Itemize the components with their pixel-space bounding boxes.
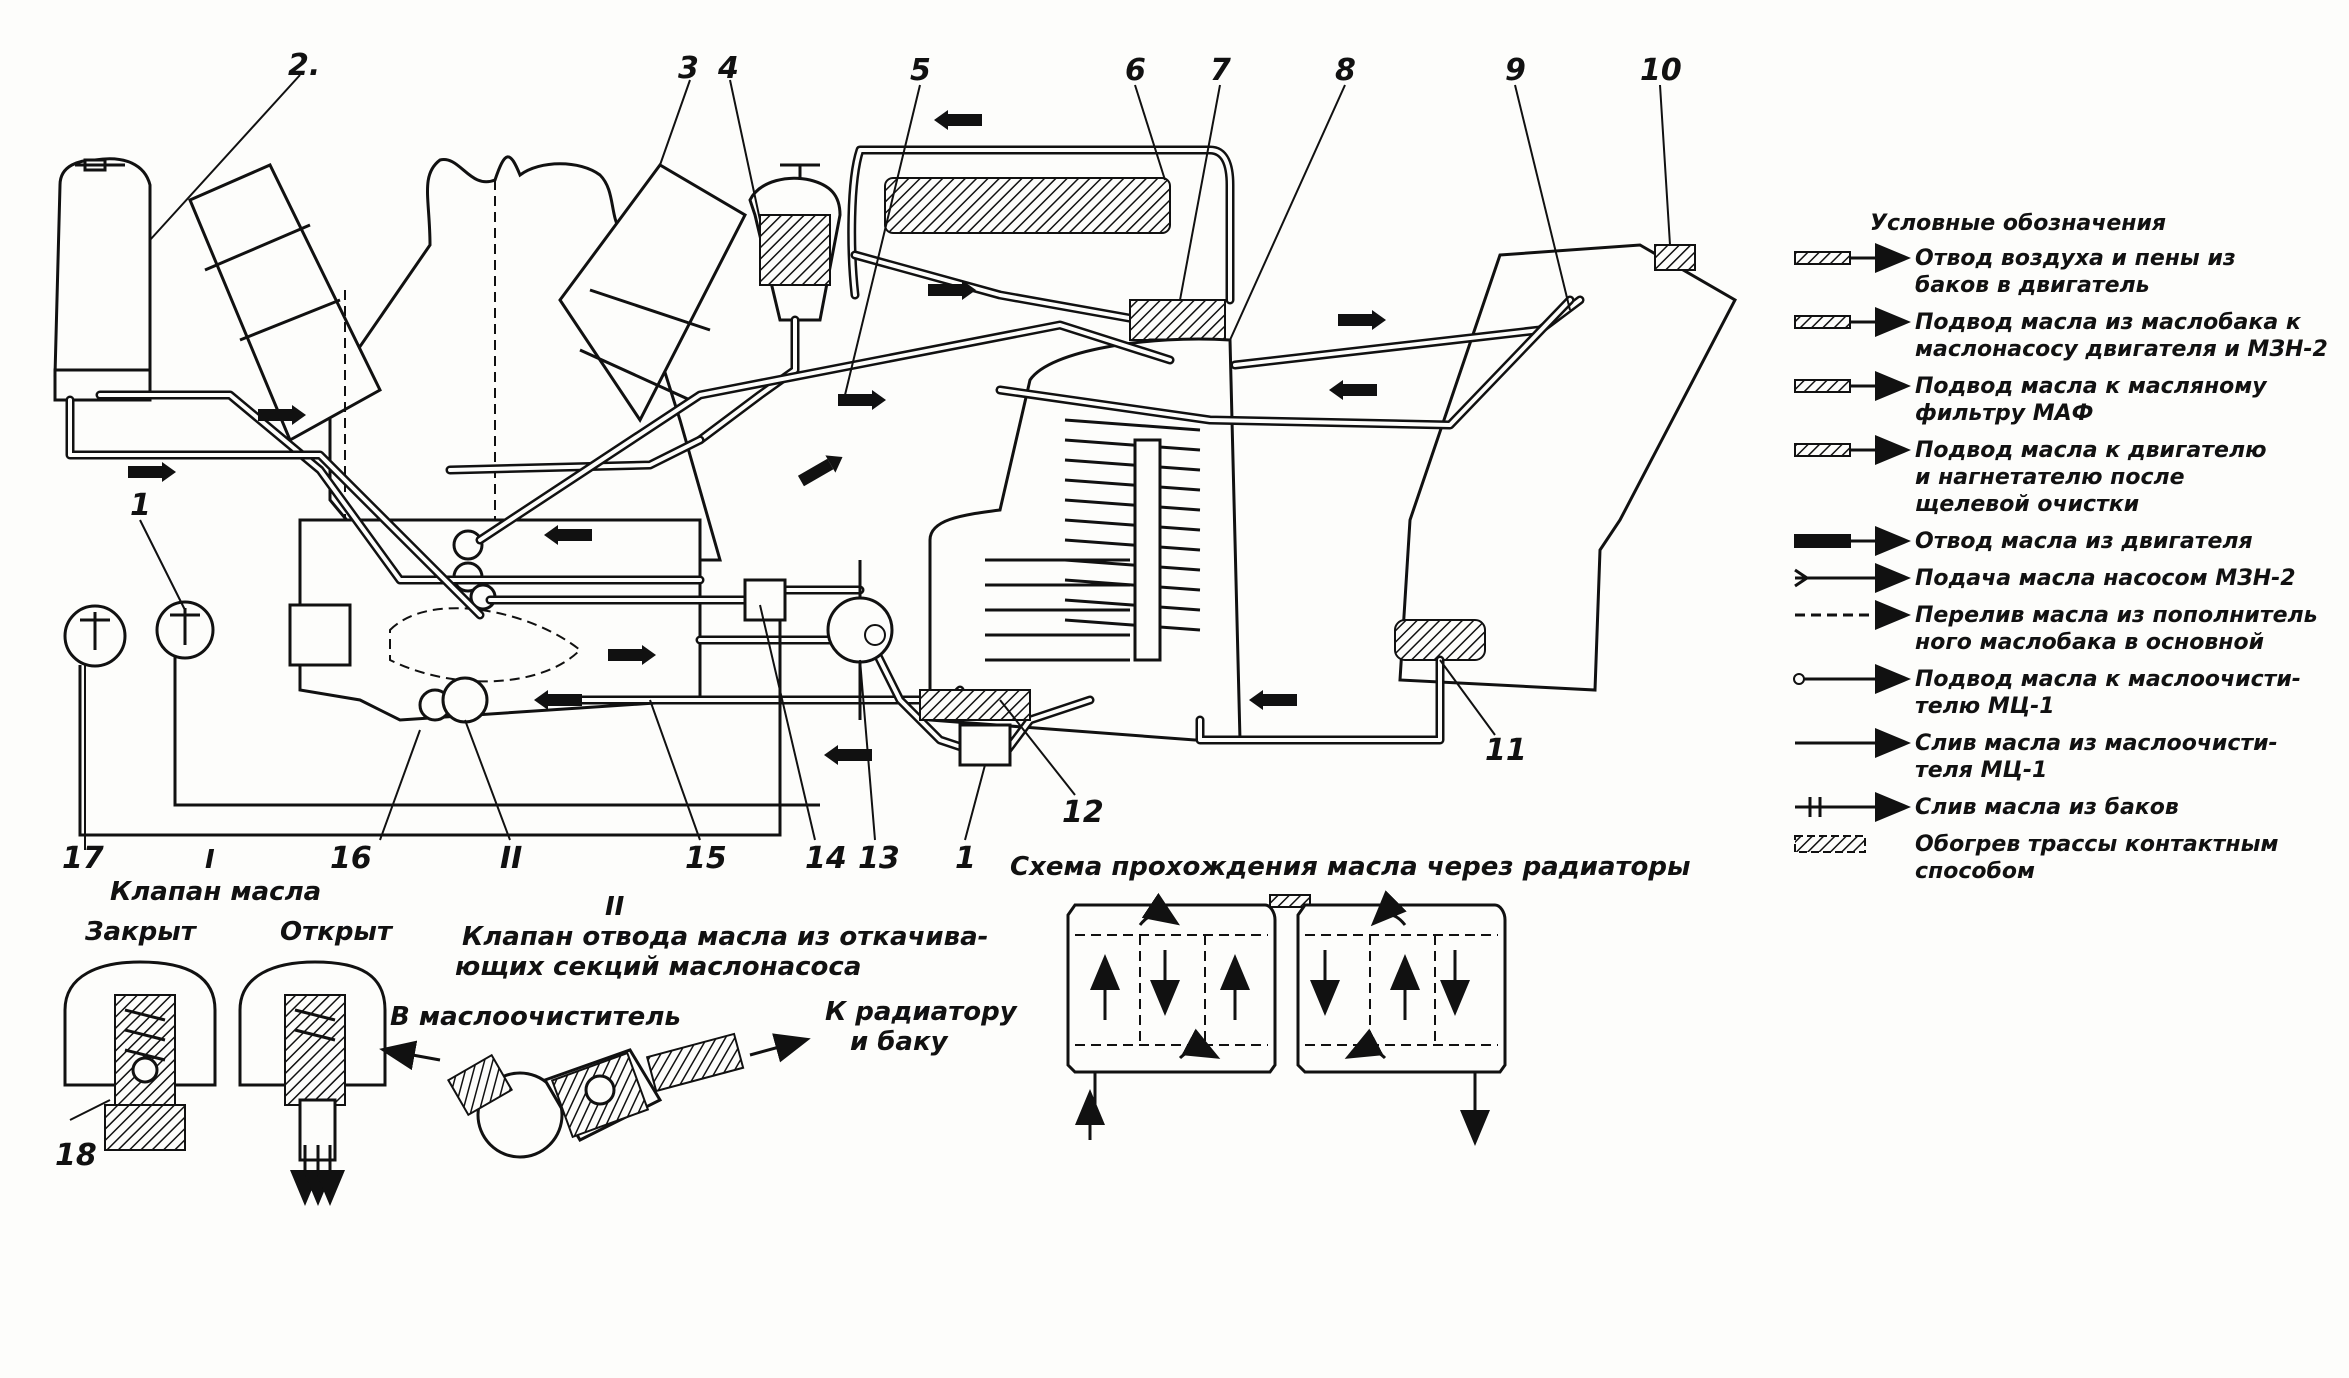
pressure-gauges bbox=[63, 600, 215, 668]
valve-ii-to-radiator-line-1: К радиатору bbox=[825, 997, 1018, 1027]
legend-item-2-line-2: маслонасосу двигателя и МЗН-2 bbox=[1915, 337, 2328, 362]
callout-II: II bbox=[500, 841, 522, 876]
legend: Условные обозначения Отвод воздуха и пен… bbox=[1793, 211, 2328, 884]
legend-item-4-line-2: и нагнетателю после bbox=[1915, 465, 2185, 490]
legend-item-5-line-1: Отвод масла из двигателя bbox=[1915, 529, 2253, 554]
oil-filter-maf bbox=[695, 163, 842, 445]
callout-7: 7 bbox=[1210, 53, 1231, 88]
callout-16: 16 bbox=[330, 841, 372, 876]
legend-item-4-line-3: щелевой очистки bbox=[1915, 492, 2139, 517]
legend-symbol-6 bbox=[1794, 563, 1911, 593]
radiator-left bbox=[1066, 903, 1277, 1074]
callout-14: 14 bbox=[805, 841, 847, 876]
oil-radiator bbox=[928, 337, 1242, 742]
radiator-right bbox=[1296, 903, 1507, 1074]
legend-item-3-line-1: Подвод масла к масляному bbox=[1915, 374, 2268, 399]
valve-i-title: Клапан масла bbox=[110, 877, 321, 907]
legend-symbol-5 bbox=[1794, 526, 1911, 556]
callout-15: 15 bbox=[685, 841, 727, 876]
legend-item-1-line-2: баков в двигатель bbox=[1915, 273, 2150, 298]
legend-item-10-line-1: Слив масла из баков bbox=[1915, 795, 2179, 820]
valve-i-open-label: Открыт bbox=[280, 917, 394, 947]
valve-ii: II Клапан отвода масла из откачива- ющих… bbox=[379, 892, 1018, 1159]
valve-ii-title-line-2: ющих секций маслонасоса bbox=[455, 952, 861, 982]
legend-item-11-line-2: способом bbox=[1915, 859, 2035, 884]
legend-item-1-line-1: Отвод воздуха и пены из bbox=[1915, 246, 2236, 271]
legend-item-8-line-2: телю МЦ-1 bbox=[1915, 694, 2055, 719]
engine bbox=[188, 155, 747, 724]
valve-i-roman: I bbox=[205, 845, 215, 875]
main-oil-tank bbox=[995, 243, 1737, 745]
legend-symbol-11 bbox=[1794, 835, 1866, 853]
valve-i-closed-label: Закрыт bbox=[84, 917, 198, 947]
leader-lines bbox=[84, 74, 1671, 850]
legend-title: Условные обозначения bbox=[1870, 211, 2166, 236]
legend-symbol-8 bbox=[1793, 664, 1911, 694]
callout-11: 11 bbox=[1485, 733, 1527, 768]
callout-8: 8 bbox=[1335, 53, 1356, 88]
auxiliary-oil-tank bbox=[53, 157, 705, 620]
callout-2: 2. bbox=[288, 48, 320, 83]
legend-symbol-2 bbox=[1794, 307, 1911, 337]
valve-ii-to-cleaner: В маслоочиститель bbox=[390, 1002, 681, 1032]
valve-i: I Клапан масла Закрыт Открыт 18 bbox=[55, 845, 394, 1206]
legend-item-9-line-1: Слив масла из маслоочисти- bbox=[1915, 731, 2278, 756]
legend-symbol-3 bbox=[1794, 371, 1911, 401]
legend-symbol-10 bbox=[1795, 792, 1911, 822]
pipe-network bbox=[78, 320, 1175, 837]
legend-item-7-line-2: ного маслобака в основной bbox=[1915, 630, 2264, 655]
callout-18: 18 bbox=[55, 1138, 97, 1173]
callout-5: 5 bbox=[910, 53, 931, 88]
legend-item-2-line-1: Подвод масла из маслобака к bbox=[1915, 310, 2302, 335]
legend-item-7-line-1: Перелив масла из пополнитель bbox=[1915, 603, 2318, 628]
callout-13: 13 bbox=[858, 841, 900, 876]
callout-1-bottom: 1 bbox=[955, 841, 976, 876]
legend-item-11-line-1: Обогрев трассы контактным bbox=[1915, 832, 2279, 857]
callout-4: 4 bbox=[717, 51, 739, 86]
radiator-scheme-title: Схема прохождения масла через радиаторы bbox=[1010, 852, 1691, 882]
legend-item-9-line-2: теля МЦ-1 bbox=[1915, 758, 2047, 783]
legend-symbol-1 bbox=[1794, 243, 1911, 273]
valve-ii-to-radiator-line-2: и баку bbox=[850, 1027, 949, 1057]
callout-1-top: 1 bbox=[130, 488, 151, 523]
legend-item-6-line-1: Подача масла насосом МЗН-2 bbox=[1915, 566, 2296, 591]
legend-item-3-line-2: фильтру МАФ bbox=[1915, 401, 2094, 426]
legend-item-8-line-1: Подвод масла к маслоочисти- bbox=[1915, 667, 2301, 692]
callout-9: 9 bbox=[1505, 53, 1526, 88]
callout-12: 12 bbox=[1062, 795, 1104, 830]
legend-symbol-4 bbox=[1794, 435, 1911, 465]
callout-3: 3 bbox=[678, 51, 699, 86]
callout-17: 17 bbox=[62, 841, 104, 876]
valve-ii-roman: II bbox=[605, 892, 625, 922]
callout-numbers: 2. 3 4 5 6 7 8 9 10 1 11 12 17 16 II 15 … bbox=[62, 48, 1682, 876]
callout-6: 6 bbox=[1125, 53, 1146, 88]
valve-ii-title-line-1: Клапан отвода масла из откачива- bbox=[462, 922, 988, 952]
legend-item-4-line-1: Подвод масла к двигателю bbox=[1915, 438, 2266, 463]
radiator-scheme: Схема прохождения масла через радиаторы bbox=[1010, 852, 1691, 1146]
callout-10: 10 bbox=[1640, 53, 1682, 88]
